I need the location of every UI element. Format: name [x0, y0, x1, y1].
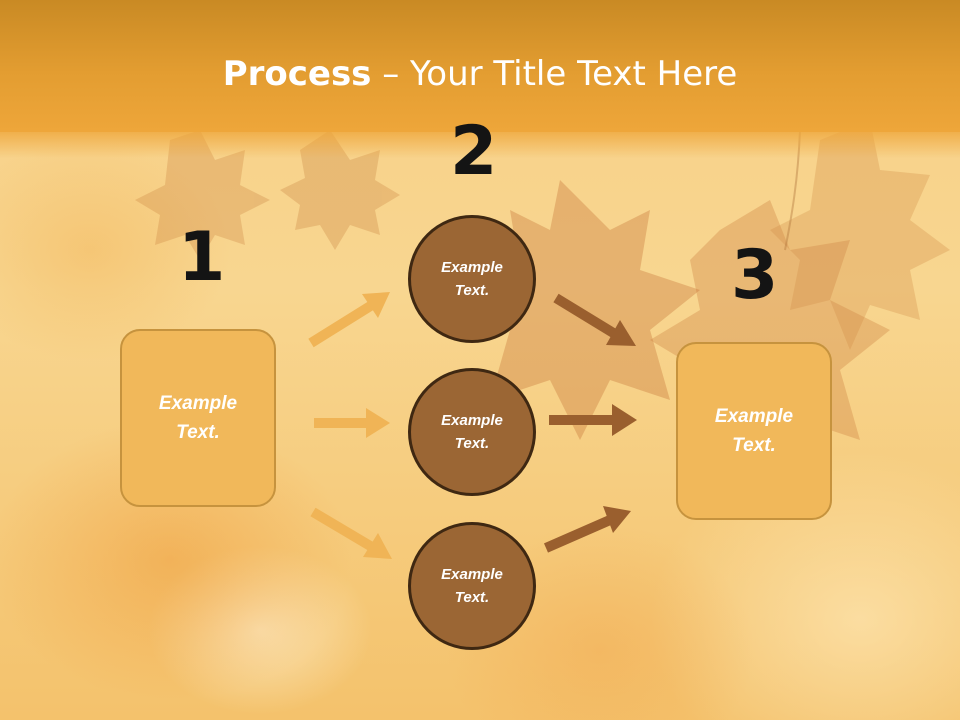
step-3-box-text: Example Text. [714, 406, 794, 456]
arrow-box1-to-bottom [310, 507, 392, 559]
step-number-1: 1 [178, 218, 226, 297]
slide-title: Process – Your Title Text Here [0, 52, 960, 96]
circle-top-text: Example Text. [441, 259, 503, 299]
step-number-3: 3 [731, 236, 779, 315]
arrow-box1-to-middle [314, 408, 390, 438]
circle-middle-text: Example Text. [441, 412, 503, 452]
step-1-box-text: Example Text. [158, 393, 238, 443]
header-band [0, 0, 960, 132]
header-fade [0, 128, 960, 158]
step-3-box[interactable]: Example Text. [676, 342, 832, 520]
arrow-top-to-box3 [553, 293, 636, 346]
title-rest-text: – Your Title Text Here [371, 54, 738, 94]
circle-bottom-text: Example Text. [441, 566, 503, 606]
step-number-2: 2 [450, 112, 498, 191]
title-bold-text: Process [222, 54, 372, 94]
step-1-box[interactable]: Example Text. [120, 329, 276, 507]
arrow-bottom-to-box3 [543, 506, 631, 553]
arrow-middle-to-box3 [549, 404, 637, 436]
step-2-circle-bottom[interactable]: Example Text. [408, 522, 536, 650]
arrow-box1-to-top [308, 292, 390, 348]
step-2-circle-middle[interactable]: Example Text. [408, 368, 536, 496]
step-2-circle-top[interactable]: Example Text. [408, 215, 536, 343]
